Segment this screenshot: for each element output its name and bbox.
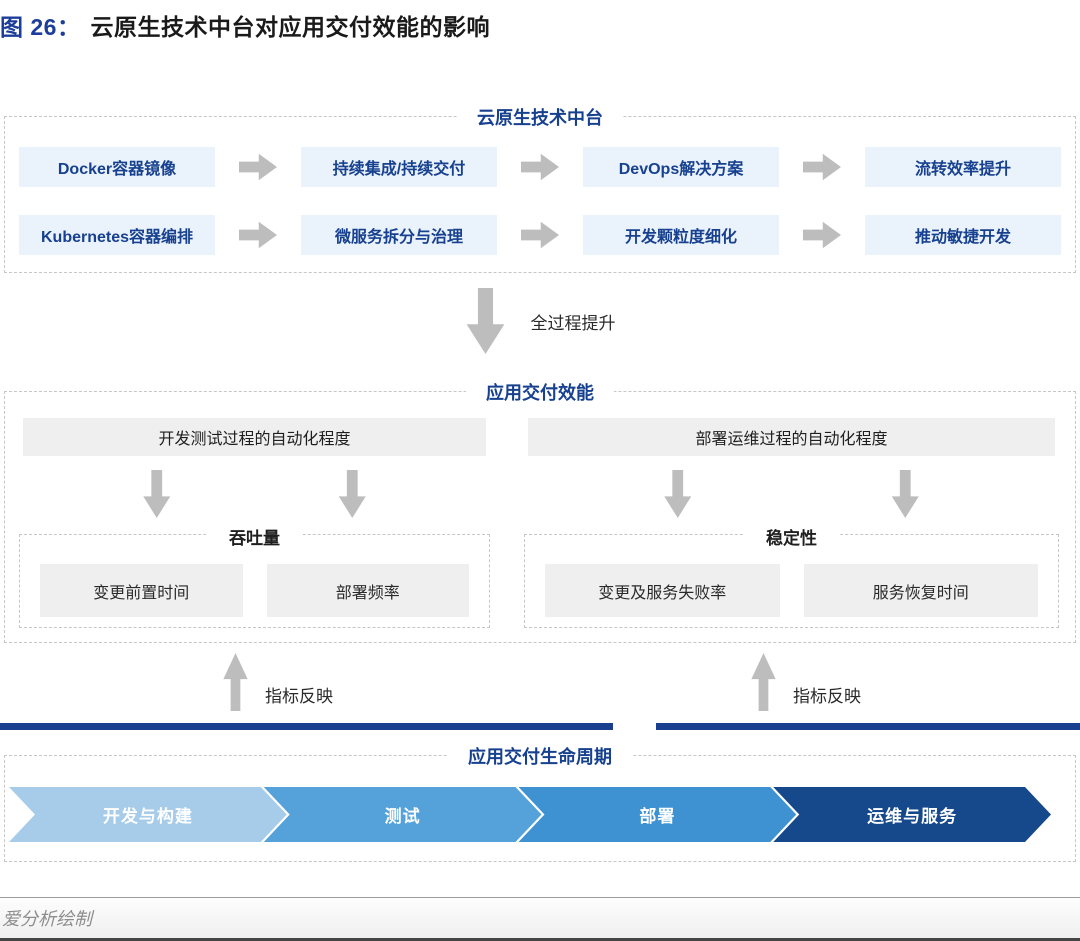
lifecycle-stage: 运维与服务 — [773, 787, 1051, 842]
feedback-label: 指标反映 — [793, 687, 861, 706]
metric-box: 变更及服务失败率 — [545, 564, 780, 617]
stability-title: 稳定性 — [744, 524, 839, 549]
arrow-up-icon — [223, 653, 248, 711]
divider-segment — [0, 723, 613, 730]
lifecycle-stage: 部署 — [519, 787, 797, 842]
feedback-connector-left: 指标反映 — [222, 653, 333, 711]
divider-segment — [656, 723, 1080, 730]
arrow-up-icon — [751, 653, 776, 711]
lifecycle-section: 应用交付生命周期 开发与构建 测试 部署 运维与服务 — [4, 743, 1076, 862]
metric-row: 变更前置时间 部署频率 — [40, 564, 469, 617]
metric-box: 服务恢复时间 — [803, 564, 1038, 617]
transition-label: 全过程提升 — [530, 313, 616, 333]
feedback-label: 指标反映 — [265, 687, 333, 706]
arrow-right-icon — [239, 153, 277, 181]
throughput-box: 吞吐量 变更前置时间 部署频率 — [19, 524, 490, 628]
lifecycle-section-title: 应用交付生命周期 — [448, 743, 632, 769]
flow-step: 微服务拆分与治理 — [301, 215, 497, 255]
throughput-title: 吞吐量 — [207, 524, 302, 549]
efficiency-grid: 开发测试过程的自动化程度 吞吐量 变更前置时间 部署频率 部署运维过程的自动化程… — [19, 418, 1059, 628]
metric-box: 变更前置时间 — [40, 564, 243, 617]
footer: 爱分析绘制 — [0, 897, 1080, 941]
arrow-group — [19, 470, 490, 518]
figure-number-label: 图 26： — [0, 14, 81, 40]
flow-step: 持续集成/持续交付 — [301, 147, 497, 187]
divider-lines — [0, 723, 1080, 730]
efficiency-section: 应用交付效能 开发测试过程的自动化程度 吞吐量 变更前置时间 部署频率 部署运维… — [4, 379, 1076, 643]
platform-section-title: 云原生技术中台 — [457, 104, 623, 130]
flow-step: Docker容器镜像 — [19, 147, 215, 187]
source-credit: 爱分析绘制 — [2, 909, 92, 929]
arrow-down-icon — [338, 470, 366, 518]
arrow-right-icon — [239, 221, 277, 249]
flow-step: 开发颗粒度细化 — [583, 215, 779, 255]
metric-box: 部署频率 — [266, 564, 469, 617]
lifecycle-stage: 开发与构建 — [9, 787, 287, 842]
arrow-right-icon — [803, 153, 841, 181]
figure-title-text: 云原生技术中台对应用交付效能的影响 — [90, 14, 490, 40]
stability-box: 稳定性 变更及服务失败率 服务恢复时间 — [524, 524, 1059, 628]
feedback-connector-right: 指标反映 — [750, 653, 861, 711]
arrow-down-icon — [466, 288, 505, 354]
feedback-row: 指标反映 指标反映 — [0, 651, 1080, 721]
metric-row: 变更及服务失败率 服务恢复时间 — [545, 564, 1038, 617]
platform-flow-row-2: Kubernetes容器编排 微服务拆分与治理 开发颗粒度细化 推动敏捷开发 — [19, 215, 1061, 255]
arrow-right-icon — [803, 221, 841, 249]
arrow-right-icon — [521, 153, 559, 181]
flow-step: 推动敏捷开发 — [865, 215, 1061, 255]
efficiency-column-stability: 部署运维过程的自动化程度 稳定性 变更及服务失败率 服务恢复时间 — [524, 418, 1059, 628]
efficiency-column-throughput: 开发测试过程的自动化程度 吞吐量 变更前置时间 部署频率 — [19, 418, 490, 628]
arrow-down-icon — [891, 470, 919, 518]
flow-step: Kubernetes容器编排 — [19, 215, 215, 255]
divider-gap — [613, 723, 656, 730]
transition-connector: 全过程提升 — [0, 273, 1080, 365]
lifecycle-stage: 测试 — [264, 787, 542, 842]
figure-title: 图 26： 云原生技术中台对应用交付效能的影响 — [0, 0, 1080, 42]
platform-flow-row-1: Docker容器镜像 持续集成/持续交付 DevOps解决方案 流转效率提升 — [19, 147, 1061, 187]
automation-header: 开发测试过程的自动化程度 — [23, 418, 486, 456]
automation-header: 部署运维过程的自动化程度 — [528, 418, 1055, 456]
arrow-down-icon — [664, 470, 692, 518]
flow-step: DevOps解决方案 — [583, 147, 779, 187]
flow-step: 流转效率提升 — [865, 147, 1061, 187]
arrow-right-icon — [521, 221, 559, 249]
platform-section: 云原生技术中台 Docker容器镜像 持续集成/持续交付 DevOps解决方案 … — [4, 104, 1076, 273]
footer-bottom-rule — [0, 938, 1080, 941]
lifecycle-chevron-bar: 开发与构建 测试 部署 运维与服务 — [9, 787, 1051, 842]
arrow-group — [524, 470, 1059, 518]
arrow-down-icon — [143, 470, 171, 518]
efficiency-section-title: 应用交付效能 — [466, 379, 614, 405]
